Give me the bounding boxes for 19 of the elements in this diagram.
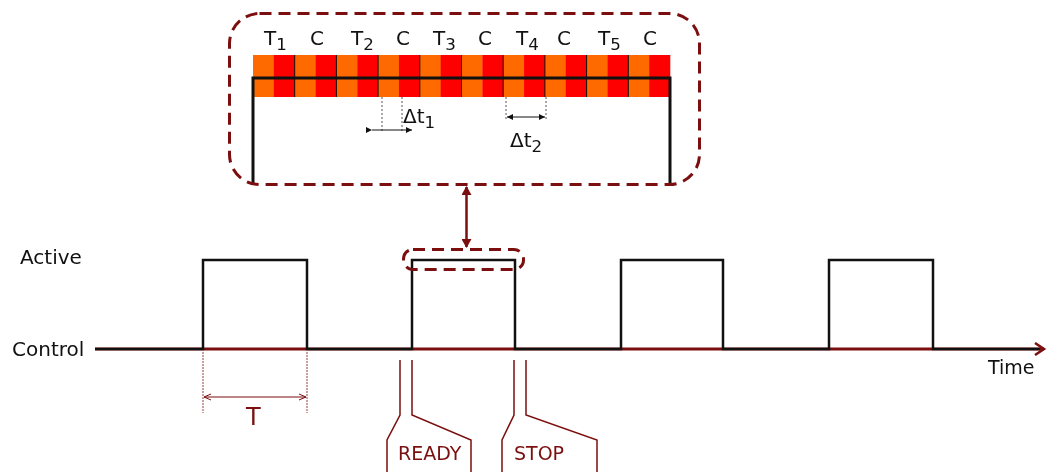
slot-label: C bbox=[396, 28, 410, 48]
slot-label: T$_{2}$ bbox=[351, 28, 374, 54]
callout-label: READY bbox=[398, 444, 462, 463]
callout-label: STOP bbox=[514, 444, 565, 463]
slot-label: T$_{1}$ bbox=[264, 28, 287, 54]
double-arrow bbox=[461, 186, 472, 248]
slot-label: C bbox=[557, 28, 571, 48]
slot-label: C bbox=[643, 28, 657, 48]
interval-label: Δt$_{1}$ bbox=[403, 106, 436, 132]
axis-label: Time bbox=[988, 358, 1035, 377]
axis-label: Control bbox=[12, 339, 85, 359]
slot-label: T$_{4}$ bbox=[516, 28, 539, 54]
interval-label: Δt$_{2}$ bbox=[510, 130, 543, 156]
slot-label: C bbox=[478, 28, 492, 48]
slot-label: C bbox=[310, 28, 324, 48]
slot-label: T$_{5}$ bbox=[598, 28, 621, 54]
period-label: T bbox=[246, 405, 261, 429]
slot-label: T$_{3}$ bbox=[433, 28, 456, 54]
axis-label: Active bbox=[20, 247, 82, 267]
